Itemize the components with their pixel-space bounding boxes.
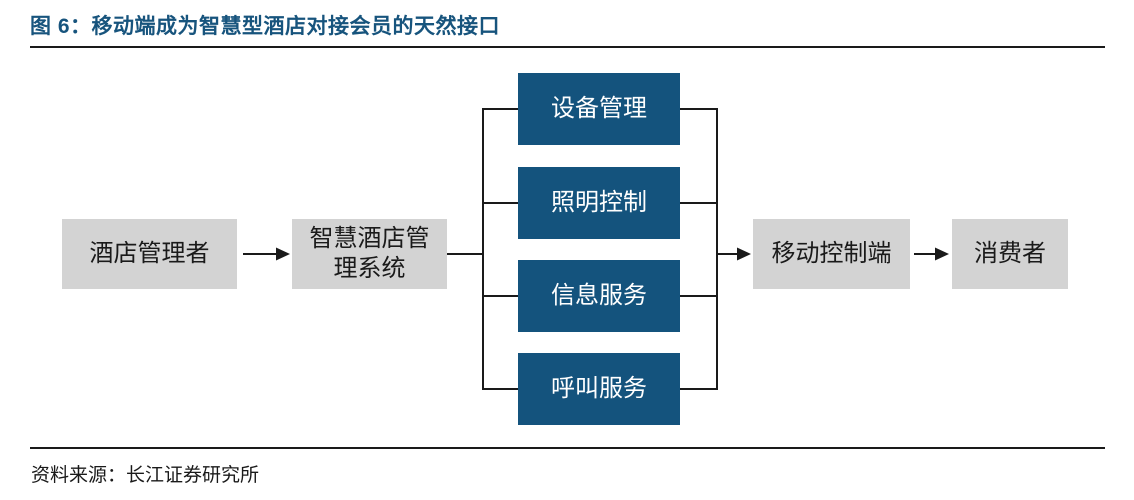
node-information-service: 信息服务 <box>518 260 680 332</box>
node-smart-hotel-system: 智慧酒店管理系统 <box>292 219 447 289</box>
node-label: 设备管理 <box>551 95 647 122</box>
figure-title: 图 6：移动端成为智慧型酒店对接会员的天然接口 <box>30 15 501 38</box>
figure-source: 资料来源：长江证券研究所 <box>31 465 260 486</box>
node-label: 智慧酒店管理系统 <box>309 225 430 282</box>
node-hotel-manager: 酒店管理者 <box>62 219 237 289</box>
node-mobile-control: 移动控制端 <box>753 219 910 289</box>
node-device-management: 设备管理 <box>518 73 680 145</box>
node-lighting-control: 照明控制 <box>518 167 680 239</box>
node-label: 移动控制端 <box>771 240 892 267</box>
node-label: 信息服务 <box>551 282 647 309</box>
node-label: 照明控制 <box>551 189 647 216</box>
node-label: 酒店管理者 <box>89 240 210 267</box>
node-label: 呼叫服务 <box>551 375 647 402</box>
source-divider <box>30 447 1105 449</box>
node-call-service: 呼叫服务 <box>518 353 680 425</box>
node-consumer: 消费者 <box>952 219 1068 289</box>
node-label: 消费者 <box>974 240 1046 267</box>
title-divider <box>30 46 1105 48</box>
